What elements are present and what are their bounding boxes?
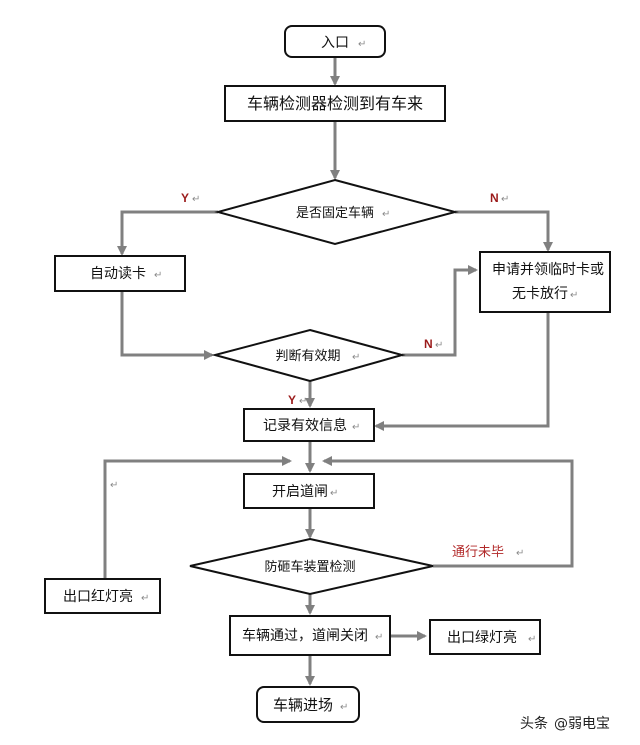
pass-close-label: 车辆通过，道闸关闭 bbox=[242, 627, 368, 644]
paragraph-marks: ↵ ↵ ↵ ↵ ↵ ↵ ↵ ↵ ↵ ↵ ↵ ↵ ↵ ↵ ↵ ↵ ↵ bbox=[110, 39, 578, 713]
apply-label-line1: 申请并领临时卡或 bbox=[492, 262, 604, 278]
enter-label: 车辆进场 bbox=[273, 696, 333, 714]
watermark-account: @弱电宝 bbox=[554, 716, 610, 732]
entrance-label: 入口 bbox=[321, 35, 349, 51]
paragraph-mark: ↵ bbox=[382, 209, 390, 220]
judge-valid-label: 判断有效期 bbox=[275, 349, 340, 364]
fixed-vehicle-decision bbox=[214, 178, 459, 246]
auto-read-label: 自动读卡 bbox=[90, 265, 146, 282]
enter-node bbox=[256, 686, 360, 723]
connectors bbox=[103, 57, 574, 686]
arrow-yes-auto-read bbox=[117, 210, 218, 256]
record-node bbox=[243, 408, 375, 442]
arrow-not-passed-loop bbox=[322, 456, 574, 568]
apply-node bbox=[479, 251, 611, 313]
not-passed-label: 通行未毕 bbox=[452, 545, 504, 560]
paragraph-mark: ↵ bbox=[516, 548, 524, 559]
no-label-2: N bbox=[424, 337, 433, 351]
record-label: 记录有效信息 bbox=[263, 417, 347, 434]
arrow-apply-record bbox=[374, 312, 550, 431]
watermark: 头条 @弱电宝 bbox=[520, 715, 610, 732]
paragraph-mark: ↵ bbox=[501, 194, 509, 205]
anti-smash-decision bbox=[189, 537, 434, 596]
judge-valid-decision bbox=[211, 328, 406, 383]
paragraph-mark: ↵ bbox=[352, 352, 360, 363]
paragraph-mark: ↵ bbox=[192, 194, 200, 205]
detect-label: 车辆检测器检测到有车来 bbox=[247, 94, 423, 113]
pass-close-node bbox=[229, 615, 391, 656]
paragraph-mark: ↵ bbox=[299, 396, 307, 407]
arrow-no-apply bbox=[455, 210, 553, 252]
open-gate-label: 开启道闸 bbox=[272, 484, 328, 500]
paragraph-mark: ↵ bbox=[352, 422, 360, 433]
paragraph-mark: ↵ bbox=[570, 290, 578, 301]
yes-label-1: Y bbox=[181, 191, 189, 205]
auto-read-node bbox=[54, 255, 186, 292]
arrow-no-apply-2 bbox=[402, 265, 478, 357]
detect-node bbox=[224, 85, 446, 122]
green-light-node bbox=[429, 619, 541, 655]
entrance-node bbox=[284, 25, 386, 58]
fixed-vehicle-label: 是否固定车辆 bbox=[296, 205, 374, 221]
open-gate-node bbox=[243, 473, 375, 509]
red-light-node bbox=[44, 578, 161, 614]
paragraph-mark: ↵ bbox=[330, 488, 338, 499]
arrow-auto-read-judge bbox=[120, 291, 214, 360]
paragraph-mark: ↵ bbox=[340, 702, 348, 713]
node-labels: 入口 车辆检测器检测到有车来 是否固定车辆 自动读卡 申请并领临时卡或 无卡放行… bbox=[63, 35, 604, 714]
paragraph-mark: ↵ bbox=[141, 593, 149, 604]
shapes bbox=[44, 25, 611, 723]
red-light-label: 出口红灯亮 bbox=[63, 588, 133, 605]
paragraph-mark: ↵ bbox=[358, 39, 366, 50]
yes-label-2: Y bbox=[288, 393, 296, 407]
paragraph-mark: ↵ bbox=[375, 632, 383, 643]
paragraph-mark: ↵ bbox=[154, 270, 162, 281]
paragraph-mark: ↵ bbox=[110, 480, 118, 491]
anti-smash-label: 防砸车装置检测 bbox=[264, 559, 355, 575]
paragraph-mark: ↵ bbox=[528, 634, 536, 645]
no-label-1: N bbox=[490, 191, 499, 205]
apply-label-line2: 无卡放行 bbox=[512, 286, 568, 302]
watermark-platform: 头条 bbox=[520, 715, 548, 732]
paragraph-mark: ↵ bbox=[435, 340, 443, 351]
green-light-label: 出口绿灯亮 bbox=[447, 629, 517, 646]
arrow-red-light-loop bbox=[103, 456, 292, 578]
